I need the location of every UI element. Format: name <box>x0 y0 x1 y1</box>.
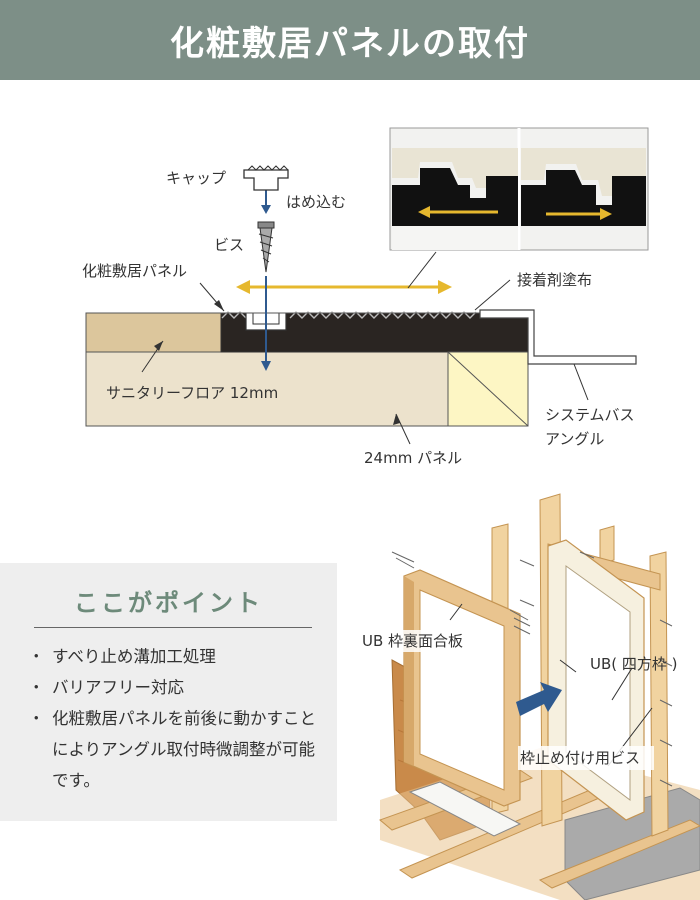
panel-label: 化粧敷居パネル <box>82 262 187 280</box>
point-item-text: すべり止め溝加工処理 <box>52 647 216 666</box>
cap-label: キャップ <box>166 169 226 187</box>
sanitary-floor-label: サニタリーフロア 12mm <box>106 384 278 402</box>
push-arrow <box>516 682 562 716</box>
panel-24mm-block <box>85 312 222 353</box>
list-item: ・すべり止め溝加工処理 <box>28 641 328 672</box>
bullet-icon: ・ <box>28 647 45 666</box>
header-banner: 化粧敷居パネルの取付 <box>0 0 700 80</box>
point-divider <box>34 627 312 628</box>
point-item-text: 化粧敷居パネルを前後に動かすことによりアングル取付時微調整が可能です。 <box>52 709 316 790</box>
adhesive-line-left <box>221 311 247 319</box>
ub-frame-label: UB( 四方枠 ) <box>590 655 678 673</box>
bullet-icon: ・ <box>28 678 45 697</box>
page-title: 化粧敷居パネルの取付 <box>170 23 530 64</box>
stud-right-a <box>599 525 615 565</box>
system-bath-angle <box>479 309 637 365</box>
adhesive-label: 接着剤塗布 <box>517 271 592 289</box>
point-title: ここがポイント <box>74 589 263 617</box>
list-item: ・化粧敷居パネルを前後に動かすことによりアングル取付時微調整が可能です。 <box>28 703 328 796</box>
ub-back-label: UB 枠裏面合板 <box>362 632 463 650</box>
cross-section-diagram: キャップ はめ込む ビス 化粧敷居パネル 接着剤塗布 サニタリーフロア 12mm… <box>82 127 649 467</box>
screw-label: ビス <box>214 236 244 254</box>
threshold-plank <box>408 781 522 837</box>
inset-photo <box>389 127 649 251</box>
stud-right-b <box>649 551 669 837</box>
panel-24mm-label: 24mm パネル <box>364 449 462 467</box>
screw-icon <box>257 221 275 273</box>
cap-piece <box>243 169 289 191</box>
bullet-icon: ・ <box>28 709 45 728</box>
point-box: ここがポイント ・すべり止め溝加工処理 ・バリアフリー対応 ・化粧敷居パネルを前… <box>0 563 337 821</box>
frame-screw-label: 枠止め付け用ビス <box>520 749 640 767</box>
system-bath-label: システムバス <box>545 406 635 424</box>
list-item: ・バリアフリー対応 <box>28 672 328 703</box>
angle-label: アングル <box>545 430 604 448</box>
point-item-text: バリアフリー対応 <box>52 678 184 697</box>
point-list: ・すべり止め溝加工処理 ・バリアフリー対応 ・化粧敷居パネルを前後に動かすことに… <box>28 641 328 796</box>
insert-label: はめ込む <box>286 193 346 211</box>
frame-illustration: UB 枠裏面合板 UB( 四方枠 ) 枠止め付け用ビス <box>360 493 700 900</box>
illustration-canvas: キャップ はめ込む ビス 化粧敷居パネル 接着剤塗布 サニタリーフロア 12mm… <box>82 127 700 900</box>
